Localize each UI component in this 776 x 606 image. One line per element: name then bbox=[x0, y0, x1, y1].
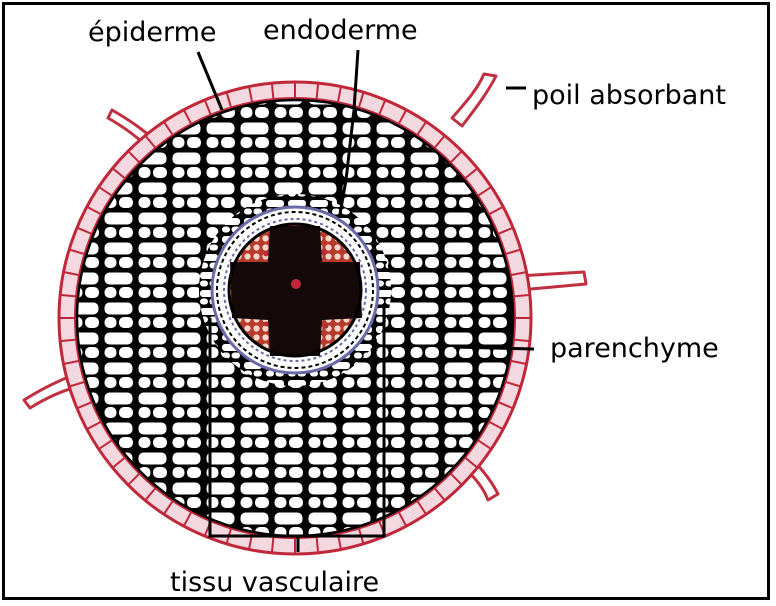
label-tissu-vasculaire: tissu vasculaire bbox=[170, 567, 379, 598]
xylem-dot bbox=[264, 252, 269, 257]
parenchyme-leader bbox=[454, 347, 534, 349]
label-parenchyme: parenchyme bbox=[550, 333, 719, 364]
xylem-dot bbox=[264, 322, 269, 327]
label-epiderme: épiderme bbox=[88, 17, 217, 48]
label-endoderme: endoderme bbox=[263, 15, 418, 46]
xylem-center-dot bbox=[291, 279, 301, 289]
label-poil-absorbant: poil absorbant bbox=[532, 80, 726, 111]
root-hair-top-right bbox=[452, 74, 496, 126]
xylem-dot bbox=[324, 324, 329, 329]
xylem-dot bbox=[322, 250, 327, 255]
